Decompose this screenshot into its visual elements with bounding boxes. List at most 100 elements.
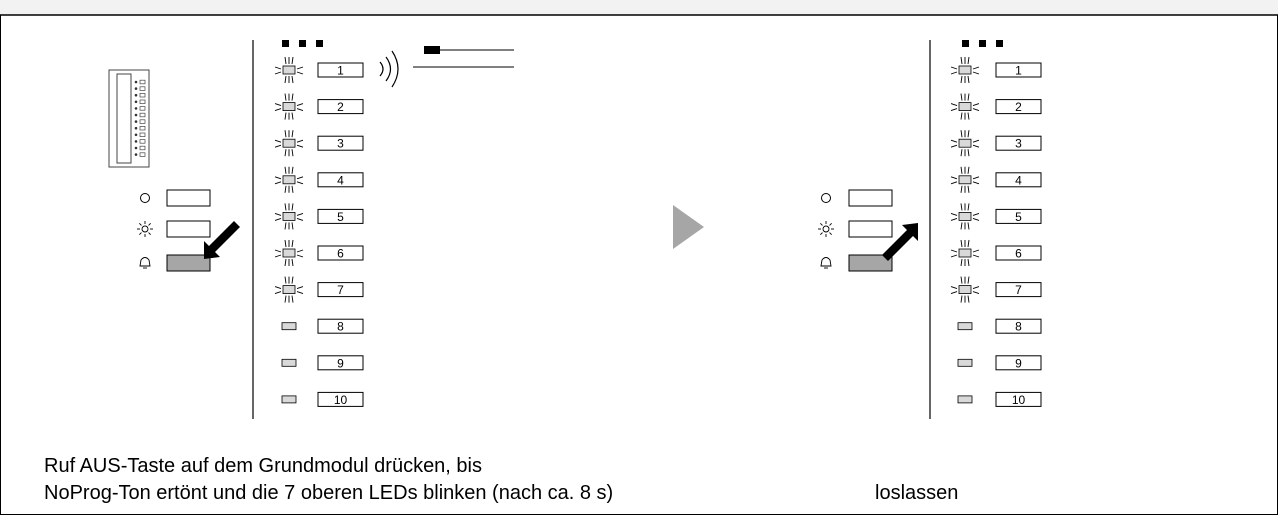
ring-button-label: 6 <box>337 247 344 261</box>
blinking-led-icon <box>274 276 304 303</box>
ring-button-label: 8 <box>337 320 344 334</box>
bell-icon <box>820 257 832 269</box>
module-led-segment <box>139 106 146 111</box>
module-led-segment <box>139 79 146 85</box>
ring-button-label: 1 <box>337 64 344 78</box>
ring-button-label: 9 <box>337 356 344 370</box>
ring-button <box>995 99 1042 115</box>
caption-release: loslassen <box>875 482 959 504</box>
ring-button-label: 4 <box>1015 173 1022 187</box>
ring-button <box>995 62 1042 78</box>
module-led-segment <box>139 119 146 124</box>
blinking-led-icon <box>950 166 980 193</box>
blinking-led-icon <box>950 276 980 303</box>
ring-button-label: 10 <box>334 393 348 407</box>
module-led-segment <box>139 152 146 157</box>
ring-button <box>317 208 364 224</box>
call-off-button <box>166 254 211 272</box>
press-arrow-icon <box>204 221 240 259</box>
release-arrow-icon <box>882 223 918 261</box>
indicator-square <box>316 40 323 47</box>
play-triangle-icon <box>673 205 704 249</box>
module-led-segment <box>139 145 146 151</box>
module-led-dot <box>134 153 138 156</box>
blinking-led-icon <box>274 93 304 120</box>
caption-line-1: Ruf AUS-Taste auf dem Grundmodul drücken… <box>44 455 482 477</box>
blinking-led-icon <box>950 56 980 84</box>
blinking-led-icon <box>274 203 304 230</box>
ring-button-label: 1 <box>1015 64 1022 78</box>
ring-button <box>317 355 364 371</box>
header-band <box>0 0 1278 15</box>
module-led-dot <box>134 113 138 117</box>
ring-button-label: 10 <box>1012 393 1026 407</box>
radio-transmitter <box>413 46 514 68</box>
led-off-icon <box>281 395 297 404</box>
ring-button <box>317 135 364 151</box>
blinking-led-icon <box>274 56 304 84</box>
module-led-dot <box>134 126 138 130</box>
circle-icon <box>821 193 831 203</box>
ring-button <box>995 391 1042 407</box>
base-module-device <box>108 69 150 168</box>
ring-button <box>317 245 364 261</box>
blinking-led-icon <box>274 166 304 193</box>
module-led-segment <box>139 93 146 98</box>
call-off-button <box>848 254 893 272</box>
blinking-led-icon <box>950 203 980 230</box>
ring-button <box>995 208 1042 224</box>
module-led-segment <box>139 112 146 118</box>
ring-button <box>995 355 1042 371</box>
ring-button-label: 5 <box>337 210 344 224</box>
circle-icon <box>140 193 150 203</box>
indicator-square <box>979 40 986 47</box>
ring-button <box>995 172 1042 188</box>
ring-button-label: 2 <box>1015 100 1022 114</box>
blinking-led-icon <box>950 239 980 267</box>
module-led-segment <box>139 139 146 144</box>
led-off-icon <box>281 322 297 331</box>
ring-button-label: 8 <box>1015 320 1022 334</box>
module-led-dot <box>134 146 138 150</box>
module-led-dot <box>134 120 138 123</box>
ring-button <box>317 391 364 407</box>
ring-button-label: 5 <box>1015 210 1022 224</box>
ring-button <box>995 318 1042 334</box>
blinking-led-icon <box>274 130 304 157</box>
ring-button <box>317 318 364 334</box>
ring-button <box>995 135 1042 151</box>
module-led-segment <box>139 132 146 137</box>
module-led-dot <box>134 140 138 143</box>
ring-button-label: 7 <box>1015 283 1022 297</box>
module-led-segment <box>139 86 146 91</box>
ring-button-label: 2 <box>337 100 344 114</box>
bell-icon <box>139 257 151 269</box>
ring-button-label: 6 <box>1015 247 1022 261</box>
module-led-dot <box>134 80 138 84</box>
module-led-dot <box>134 100 138 104</box>
ring-button-label: 9 <box>1015 356 1022 370</box>
led-off-icon <box>957 358 973 367</box>
ring-button-label: 7 <box>337 283 344 297</box>
ring-button <box>317 99 364 115</box>
blinking-led-icon <box>950 130 980 157</box>
wireless-signal-icon <box>379 50 399 88</box>
indicator-square <box>282 40 289 47</box>
module-led-segment <box>139 126 146 131</box>
module-led-dot <box>134 133 138 137</box>
sun-icon <box>818 221 834 237</box>
ring-button <box>317 282 364 298</box>
off-button <box>166 189 211 207</box>
light-button <box>848 220 893 238</box>
ring-button <box>995 245 1042 261</box>
module-led-dot <box>134 93 138 97</box>
ring-button-label: 3 <box>1015 137 1022 151</box>
module-led-dot <box>134 87 138 90</box>
sun-icon <box>137 221 153 237</box>
ring-button <box>317 172 364 188</box>
ring-button-label: 4 <box>337 173 344 187</box>
module-led-dot <box>134 107 138 110</box>
